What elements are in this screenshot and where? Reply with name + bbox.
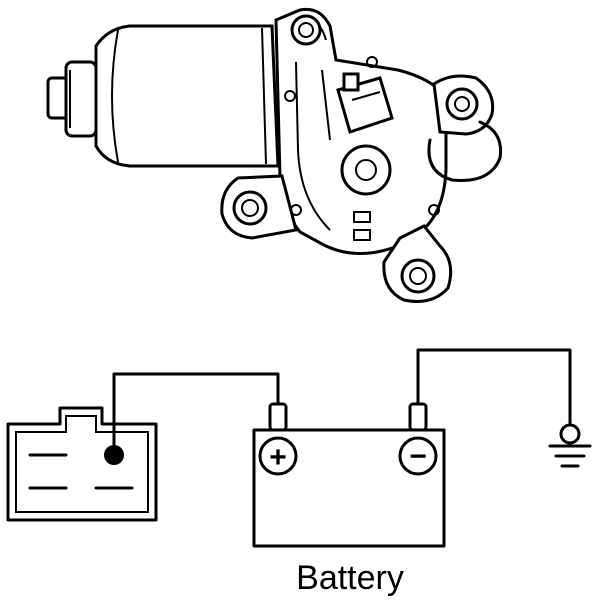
mounting-tab-bottom bbox=[382, 224, 453, 303]
negative-symbol: − bbox=[409, 440, 427, 473]
wire-to-positive bbox=[112, 372, 280, 457]
test-circuit: + − bbox=[6, 348, 592, 548]
wire-to-ground bbox=[416, 348, 572, 428]
mounting-tab-left bbox=[220, 174, 298, 240]
battery: + − bbox=[252, 402, 446, 548]
gear-housing bbox=[274, 7, 448, 256]
motor-connector bbox=[321, 69, 394, 141]
battery-label: Battery bbox=[296, 559, 404, 597]
positive-post bbox=[268, 402, 288, 432]
mounting-tab-right bbox=[427, 74, 503, 183]
motor-housing bbox=[94, 24, 280, 168]
connector-face bbox=[6, 406, 158, 522]
motor-end-cap bbox=[46, 60, 98, 138]
ground-symbol bbox=[548, 423, 592, 468]
negative-terminal bbox=[398, 436, 438, 476]
wiper-motor-illustration bbox=[46, 7, 503, 303]
positive-symbol: + bbox=[269, 441, 287, 474]
positive-terminal bbox=[258, 436, 298, 476]
negative-post bbox=[408, 402, 428, 432]
